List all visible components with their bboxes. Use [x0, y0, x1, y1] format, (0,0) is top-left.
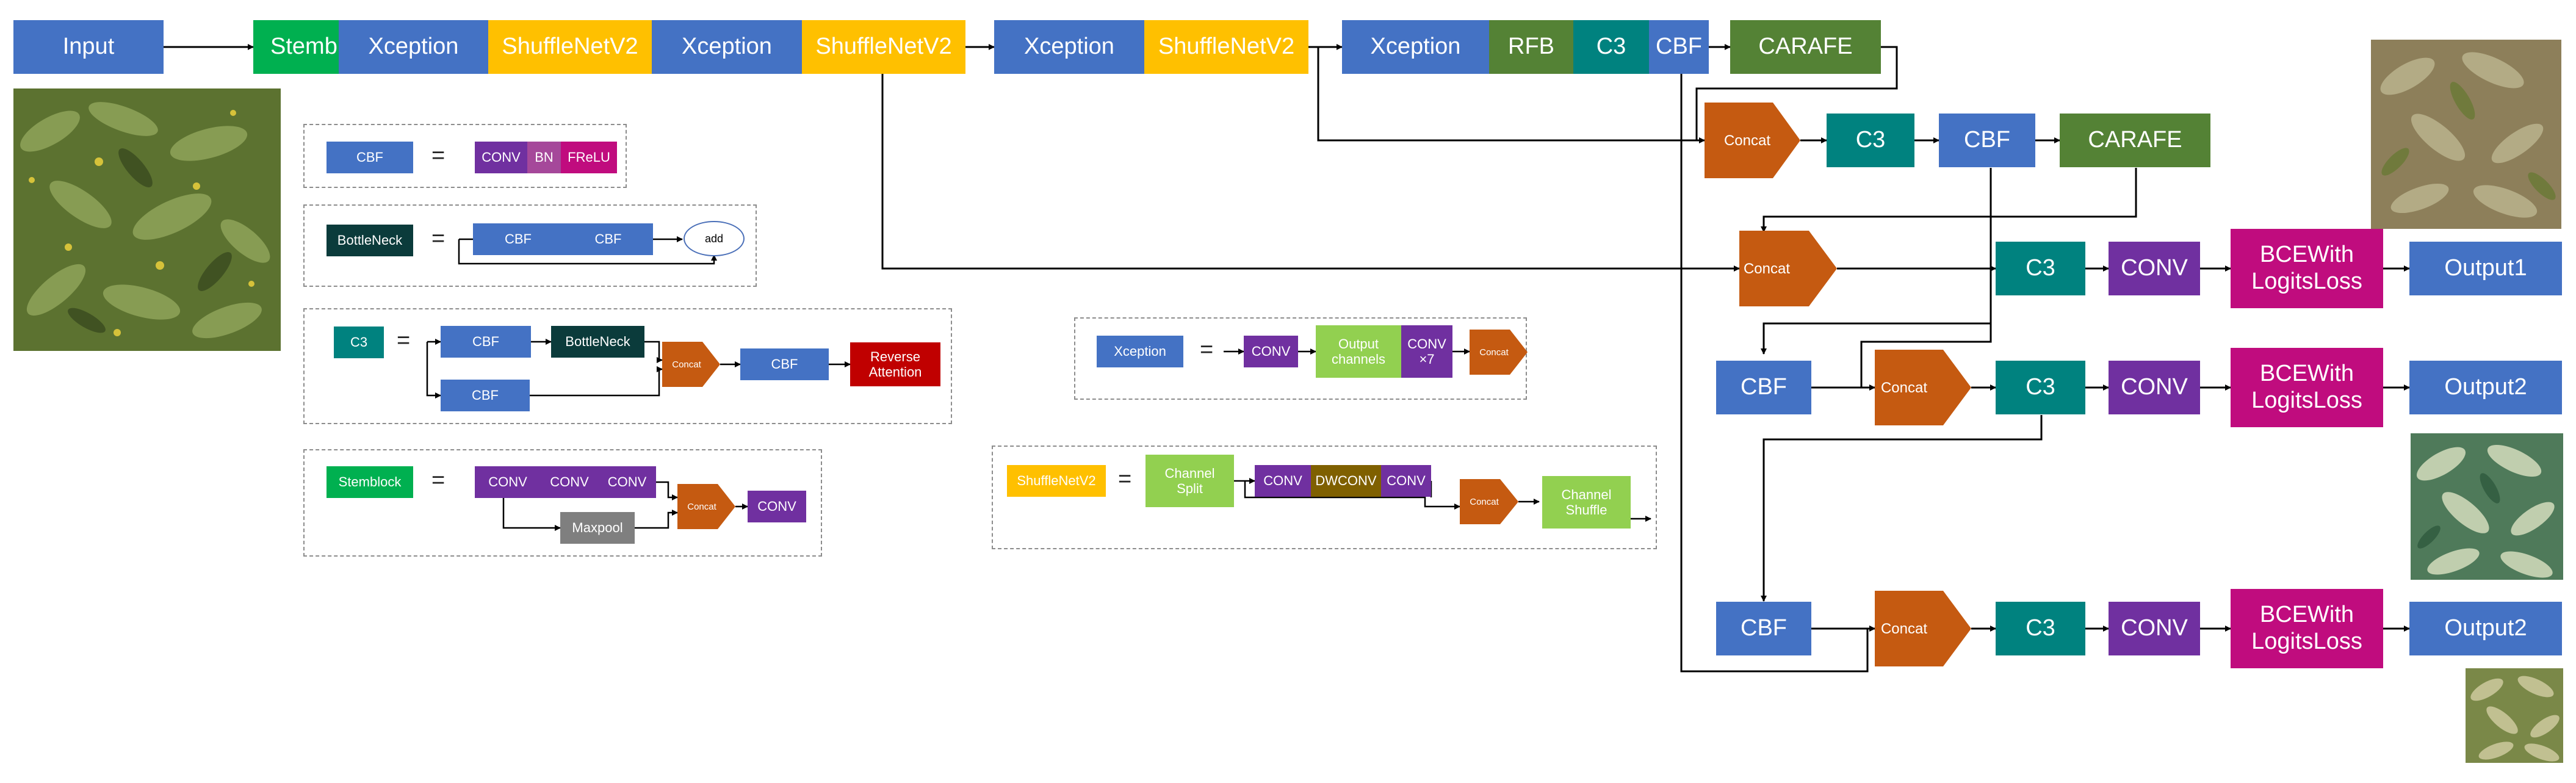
cbf-block-row4: CBF: [1716, 602, 1811, 655]
svg-text:Concat: Concat: [672, 359, 701, 370]
svg-text:Concat: Concat: [1479, 347, 1509, 358]
output1-leaf-photo: [2371, 40, 2561, 229]
legend-stemblock-conv-2: CONV: [541, 466, 598, 498]
legend-shufflenet-box: [992, 446, 1657, 549]
bce-block-head3: BCEWith LogitsLoss: [2231, 589, 2383, 668]
carafe-block-top: CARAFE: [1730, 20, 1881, 74]
c3-block-head2: C3: [1996, 361, 2085, 414]
svg-text:Concat: Concat: [1881, 380, 1927, 396]
legend-xception-conv7: CONV ×7: [1401, 325, 1452, 378]
legend-cbf-conv: CONV: [475, 142, 527, 173]
svg-text:Concat: Concat: [1724, 132, 1770, 149]
concat-block-4: Concat: [1875, 591, 1971, 666]
legend-stemblock-conv-4: CONV: [748, 491, 806, 522]
svg-text:Concat: Concat: [1881, 621, 1927, 637]
legend-bottleneck-box: [303, 204, 757, 287]
legend-bottleneck-add: add: [684, 221, 745, 256]
legend-shufflenet-conv-1: CONV: [1255, 465, 1311, 497]
bce-block-head1: BCEWith LogitsLoss: [2231, 229, 2383, 308]
legend-shufflenet-dwconv: DWCONV: [1311, 465, 1381, 497]
svg-text:Concat: Concat: [1470, 497, 1499, 507]
legend-c3-bottleneck: BottleNeck: [551, 326, 644, 358]
cbf-block-top: CBF: [1649, 20, 1709, 74]
concat-block-2: Concat: [1739, 231, 1837, 306]
conv-block-head3: CONV: [2109, 602, 2200, 655]
legend-xception-conv: CONV: [1244, 336, 1298, 367]
output2-leaf-photo-b: [2466, 668, 2563, 763]
legend-c3-eq: =: [397, 328, 411, 353]
output2-leaf-photo-a: [2411, 433, 2563, 580]
svg-text:Concat: Concat: [1744, 261, 1790, 277]
legend-c3-concat: Concat: [662, 342, 720, 387]
xception-block-3: Xception: [994, 20, 1144, 74]
legend-shufflenet-channel-shuffle: Channel Shuffle: [1542, 476, 1631, 529]
legend-c3-name: C3: [334, 327, 384, 358]
xception-block-4: Xception: [1342, 20, 1489, 74]
concat-block-3: Concat: [1875, 350, 1971, 425]
legend-xception-output-channels: Output channels: [1316, 325, 1401, 378]
legend-shufflenet-conv-2: CONV: [1381, 465, 1431, 497]
legend-cbf-box: [303, 124, 627, 188]
stemblock-block: Stemb: [253, 20, 339, 74]
legend-c3-box: [303, 308, 952, 424]
legend-stemblock-eq: =: [431, 467, 446, 493]
legend-bottleneck-cbf-1: CBF: [473, 223, 563, 255]
svg-text:Concat: Concat: [687, 502, 716, 512]
conv-block-head1: CONV: [2109, 242, 2200, 295]
input-leaf-photo: [13, 88, 281, 351]
legend-stemblock-concat: Concat: [677, 484, 735, 529]
rfb-block: RFB: [1489, 20, 1573, 74]
shufflenet-block-3: ShuffleNetV2: [1144, 20, 1308, 74]
xception-block-1: Xception: [339, 20, 488, 74]
legend-stemblock-name: Stemblock: [327, 466, 413, 498]
legend-xception-box: [1074, 317, 1527, 400]
legend-c3-reverse-attention: Reverse Attention: [850, 342, 940, 386]
legend-shufflenet-concat: Concat: [1460, 479, 1518, 524]
carafe-block-neck: CARAFE: [2060, 114, 2210, 167]
legend-shufflenet-eq: =: [1118, 466, 1132, 492]
output2-block-b: Output2: [2409, 602, 2562, 655]
c3-block-head3: C3: [1996, 602, 2085, 655]
legend-xception-concat: Concat: [1470, 330, 1528, 375]
cbf-block-neck: CBF: [1939, 114, 2035, 167]
legend-c3-cbf-2: CBF: [441, 380, 530, 411]
c3-block-neck: C3: [1827, 114, 1914, 167]
shufflenet-block-2: ShuffleNetV2: [802, 20, 965, 74]
legend-cbf-name: CBF: [327, 142, 413, 173]
legend-stemblock-conv-1: CONV: [475, 466, 541, 498]
legend-shufflenet-name: ShuffleNetV2: [1007, 465, 1106, 497]
legend-cbf-frelu: FReLU: [561, 142, 617, 173]
output1-block: Output1: [2409, 242, 2562, 295]
legend-stemblock-conv-3: CONV: [598, 466, 656, 498]
legend-bottleneck-name: BottleNeck: [327, 225, 413, 256]
xception-block-2: Xception: [652, 20, 802, 74]
output2-block-a: Output2: [2409, 361, 2562, 414]
shufflenet-block-1: ShuffleNetV2: [488, 20, 652, 74]
input-block: Input: [13, 20, 164, 74]
legend-bottleneck-eq: =: [431, 226, 446, 251]
legend-cbf-bn: BN: [527, 142, 561, 173]
concat-block-1: Concat: [1705, 103, 1800, 178]
legend-xception-eq: =: [1200, 337, 1214, 363]
legend-stemblock-box: [303, 449, 822, 557]
cbf-block-row3: CBF: [1716, 361, 1811, 414]
legend-bottleneck-cbf-2: CBF: [563, 223, 653, 255]
legend-c3-cbf-1: CBF: [441, 326, 531, 358]
legend-stemblock-maxpool: Maxpool: [560, 512, 635, 544]
conv-block-head2: CONV: [2109, 361, 2200, 414]
legend-c3-cbf-3: CBF: [740, 348, 829, 380]
bce-block-head2: BCEWith LogitsLoss: [2231, 348, 2383, 427]
c3-block-head1: C3: [1996, 242, 2085, 295]
legend-xception-name: Xception: [1097, 336, 1183, 367]
legend-shufflenet-channel-split: Channel Split: [1145, 455, 1234, 507]
legend-cbf-eq: =: [431, 143, 446, 168]
c3-block-top: C3: [1573, 20, 1649, 74]
